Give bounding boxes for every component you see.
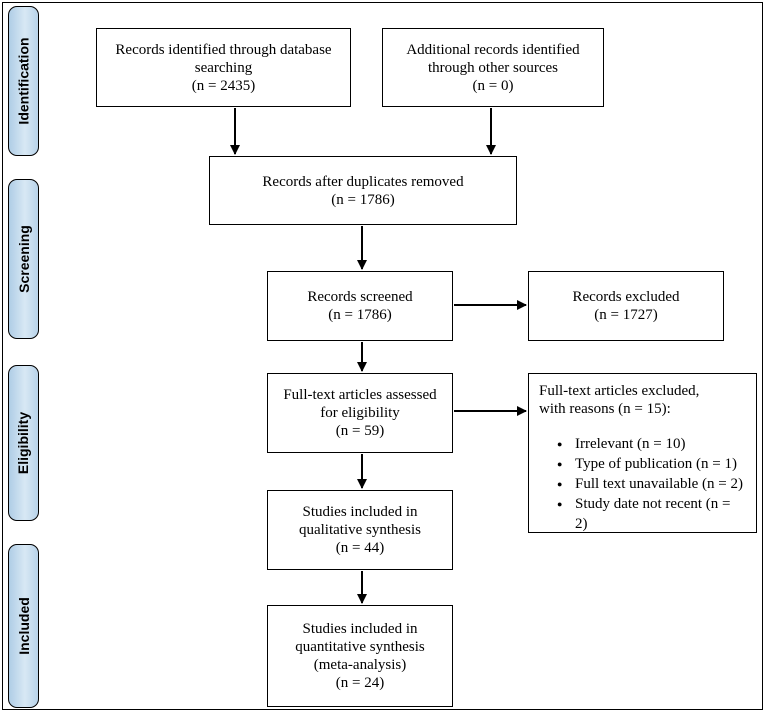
list-item: Full text unavailable (n = 2)	[557, 474, 746, 494]
box-line: Studies included in	[302, 504, 418, 520]
list-item: Study date not recent (n = 2)	[557, 494, 746, 534]
box-line: for eligibility	[320, 405, 400, 421]
box-line: Records excluded	[572, 289, 680, 305]
box-line: (n = 1727)	[594, 307, 658, 323]
screened-box: Records screened (n = 1786)	[267, 271, 453, 341]
phase-screening: Screening	[8, 179, 39, 339]
fulltext-assessed-box: Full-text articles assessed for eligibil…	[267, 373, 453, 453]
box-line: Records identified through database	[115, 41, 332, 58]
phase-label: Eligibility	[15, 411, 32, 475]
box-line: (n = 59)	[335, 423, 385, 439]
box-line: quantitative synthesis	[295, 639, 425, 655]
box-line: (n = 24)	[335, 675, 385, 691]
box-line: Full-text articles assessed	[283, 387, 437, 403]
qualitative-synthesis-box: Studies included in qualitative synthesi…	[267, 490, 453, 570]
box-line: Records screened	[307, 289, 413, 305]
database-records-box: Records identified through database sear…	[96, 28, 351, 107]
box-line: (n = 1786)	[328, 307, 392, 323]
phase-label: Included	[15, 597, 32, 655]
box-line: (meta-analysis)	[313, 657, 407, 673]
box-line: searching	[194, 59, 253, 76]
phase-identification: Identification	[8, 6, 39, 156]
box-line: (n = 2435)	[191, 77, 256, 94]
list-item: Type of publication (n = 1)	[557, 454, 746, 474]
phase-label: Screening	[15, 225, 32, 293]
quantitative-synthesis-box: Studies included in quantitative synthes…	[267, 605, 453, 707]
phase-included: Included	[8, 544, 39, 708]
other-records-box: Additional records identified through ot…	[382, 28, 604, 107]
box-line: (n = 0)	[472, 77, 514, 94]
box-line: qualitative synthesis	[298, 522, 422, 538]
excluded-box: Records excluded (n = 1727)	[528, 271, 724, 341]
phase-eligibility: Eligibility	[8, 365, 39, 521]
box-line: (n = 1786)	[331, 191, 395, 208]
box-line: Records after duplicates removed	[262, 173, 464, 190]
excluded-title-line: with reasons (n = 15):	[539, 401, 671, 417]
phase-label: Identification	[15, 37, 32, 125]
box-line: through other sources	[428, 59, 558, 76]
excluded-title-line: Full-text articles excluded,	[539, 383, 700, 399]
exclusion-reasons-list: Irrelevant (n = 10) Type of publication …	[539, 434, 746, 534]
box-line: Studies included in	[302, 621, 418, 637]
after-duplicates-box: Records after duplicates removed (n = 17…	[209, 156, 517, 225]
box-line: (n = 44)	[335, 540, 385, 556]
box-line: Additional records identified	[406, 41, 580, 58]
list-item: Irrelevant (n = 10)	[557, 434, 746, 454]
fulltext-excluded-box: Full-text articles excluded, with reason…	[528, 373, 757, 533]
